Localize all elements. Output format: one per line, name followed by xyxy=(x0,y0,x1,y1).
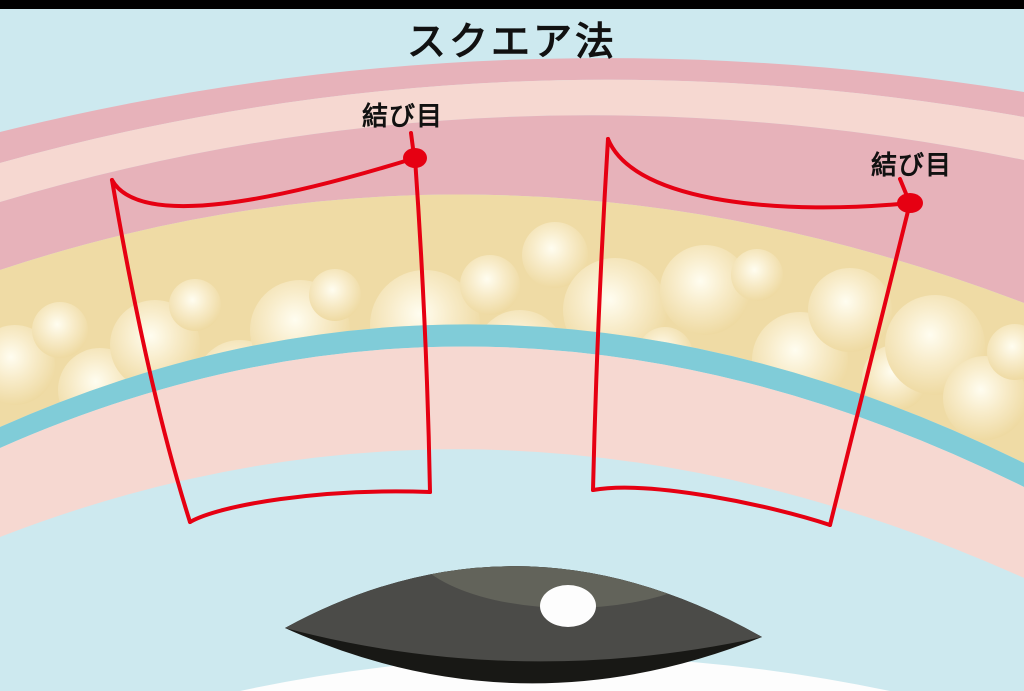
suture-square-right xyxy=(591,137,912,527)
suture-left-left-thread xyxy=(110,178,192,524)
lower-skin-light-pink xyxy=(0,346,1024,578)
suture-right-bottom-thread xyxy=(591,485,832,527)
suture-right-top-thread xyxy=(606,137,912,210)
knot-label-left: 結び目 xyxy=(362,102,444,132)
tarsus-teal-band xyxy=(0,324,1024,487)
knot-marker-right xyxy=(897,193,923,213)
suture-right-right-thread xyxy=(828,201,912,527)
eye-light-reflection xyxy=(540,585,596,627)
suture-right-left-thread xyxy=(591,137,610,492)
knot-marker-left xyxy=(403,148,427,168)
knot-label-right: 結び目 xyxy=(871,151,953,181)
suture-left-right-thread xyxy=(413,156,432,494)
skin-layer-outer-dark-pink xyxy=(0,58,1024,163)
top-border-bar xyxy=(0,0,1024,9)
suture-left-top-thread xyxy=(110,156,417,209)
suture-square-left xyxy=(110,131,432,524)
page-title: スクエア法 xyxy=(406,20,617,65)
suture-left-bottom-thread xyxy=(188,489,432,524)
muscle-layer-dark-pink xyxy=(0,115,1024,303)
skin-layer-light-pink xyxy=(0,79,1024,202)
